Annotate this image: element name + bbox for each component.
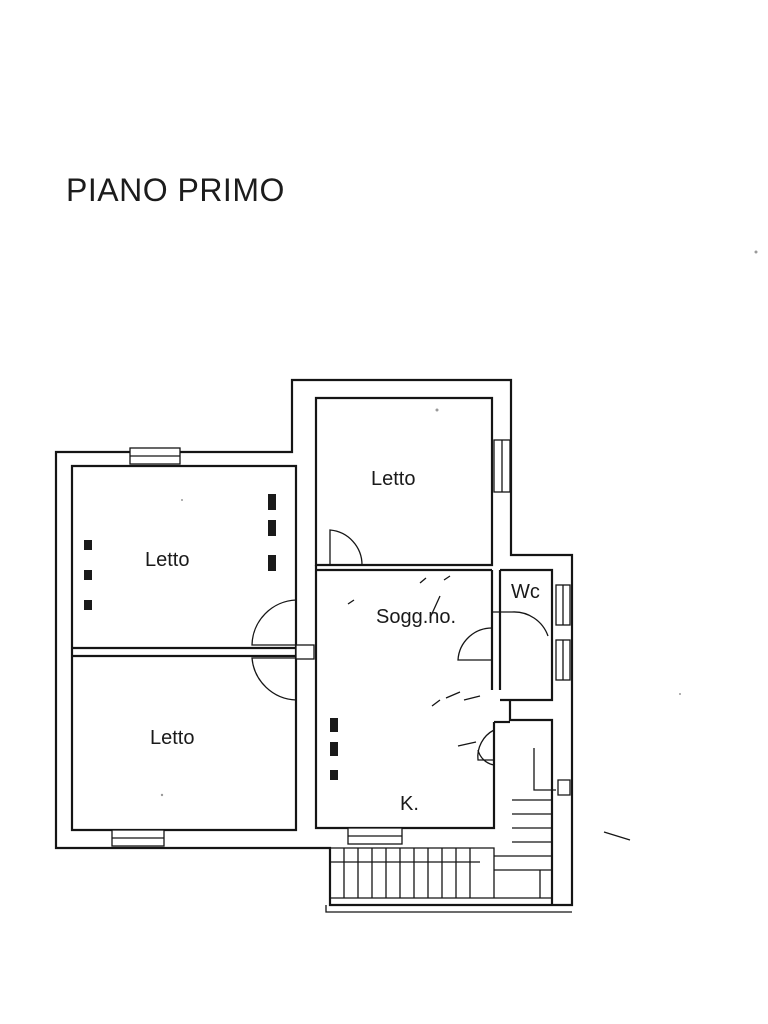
staircase-inner xyxy=(480,748,571,898)
windows xyxy=(111,439,571,847)
room-label-bedroom-left-lower: Letto xyxy=(150,727,194,749)
room-label-wc: Wc xyxy=(511,581,540,603)
interior-walls xyxy=(72,565,554,905)
scan-specks xyxy=(160,250,758,841)
staircase-outer xyxy=(325,847,572,913)
room-label-kitchen: K. xyxy=(400,793,419,815)
page-title: PIANO PRIMO xyxy=(66,172,285,208)
room-label-living: Sogg.no. xyxy=(376,606,456,628)
doors xyxy=(251,529,549,766)
room-label-bedroom-top: Letto xyxy=(371,468,415,490)
radiators xyxy=(84,494,338,780)
room-label-bedroom-left-upper: Letto xyxy=(145,549,189,571)
